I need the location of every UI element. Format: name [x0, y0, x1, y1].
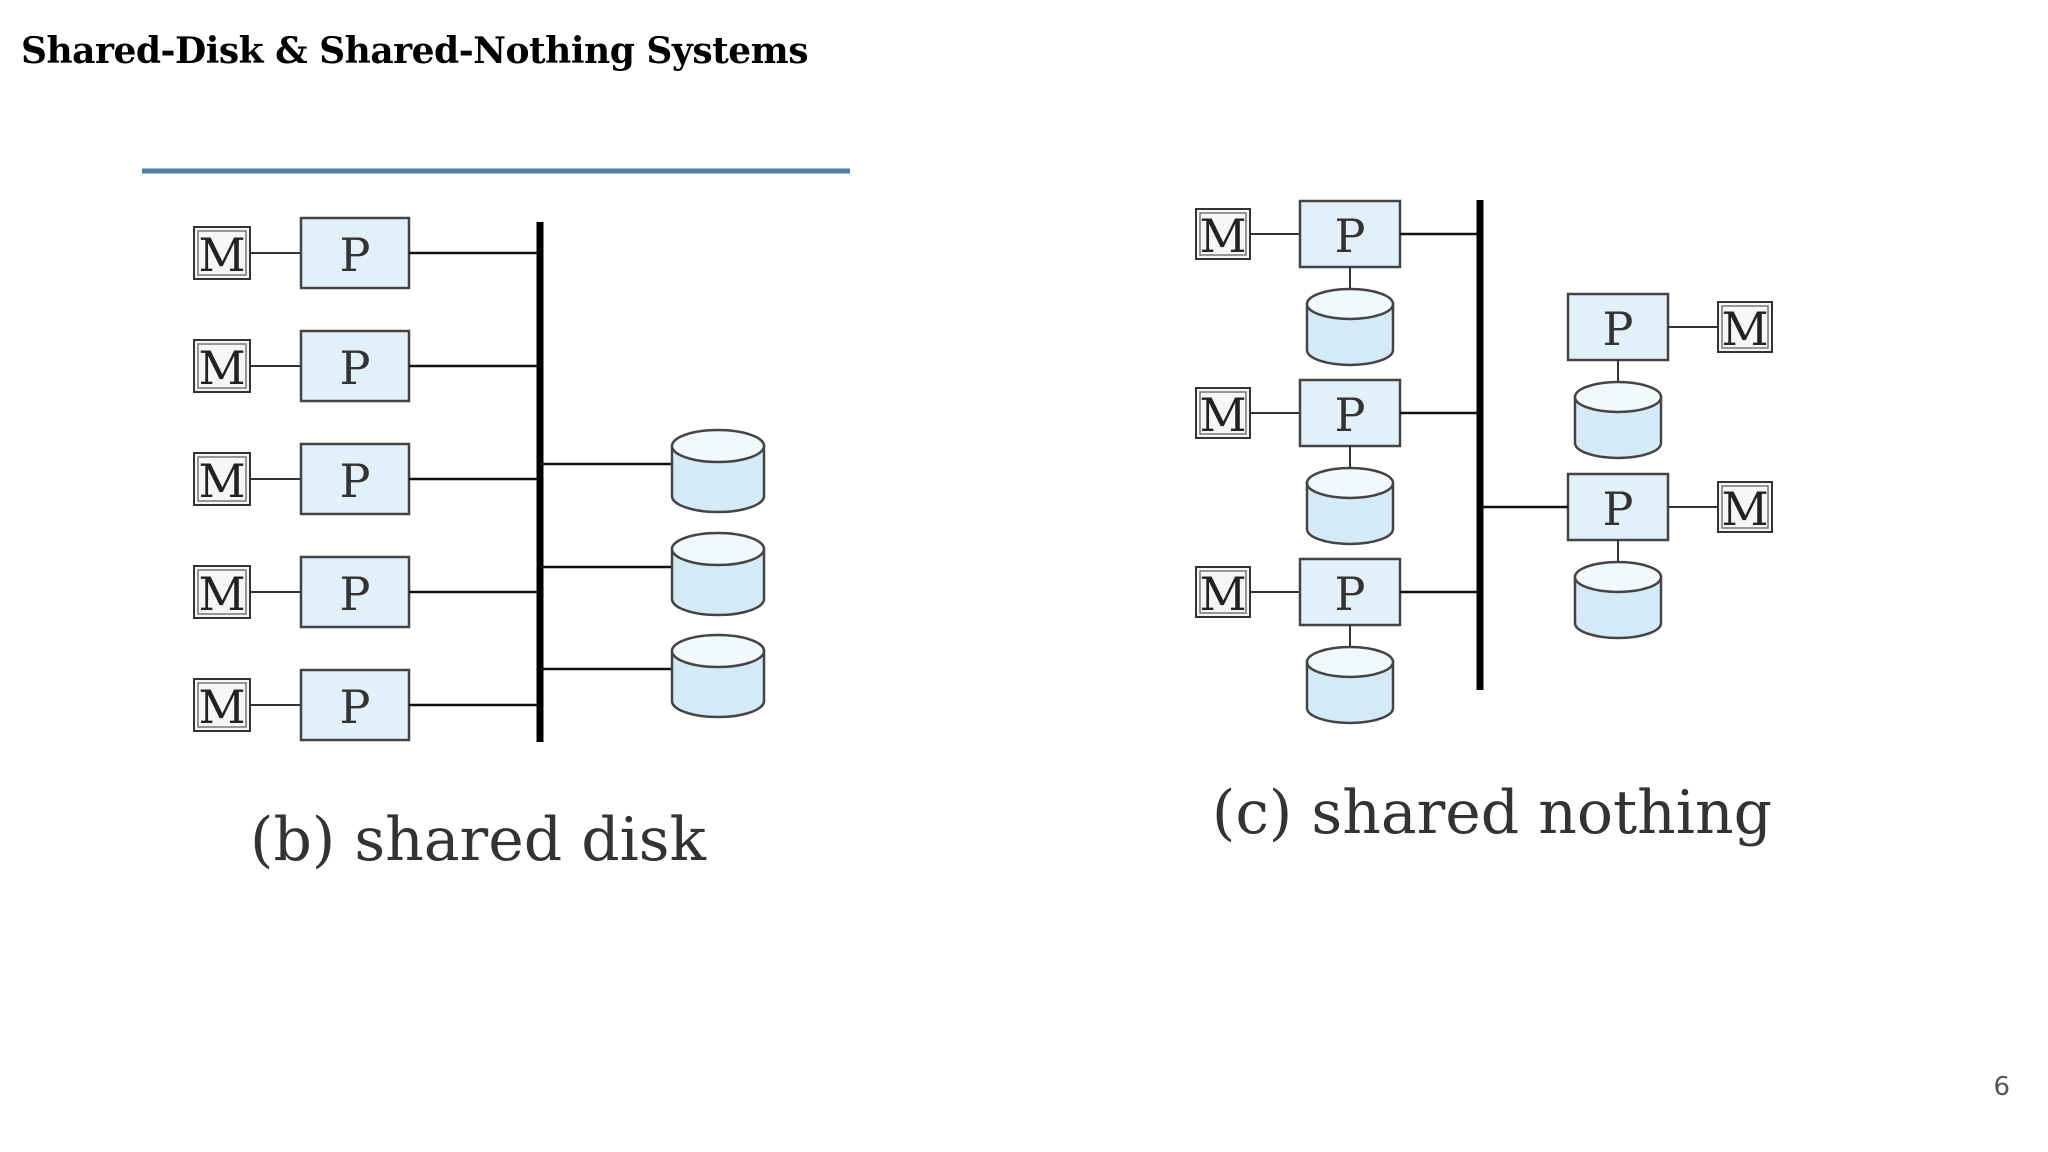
memory-node: M — [1717, 301, 1773, 356]
memory-box-inner — [197, 230, 247, 276]
memory-box — [1717, 301, 1773, 353]
memory-label: M — [198, 341, 245, 395]
processor-box — [1566, 292, 1670, 362]
memory-label: M — [198, 680, 245, 734]
memory-node: M — [1195, 208, 1251, 263]
processor-box — [1298, 557, 1402, 627]
processor-node: P — [1298, 199, 1402, 269]
memory-box — [1195, 208, 1251, 260]
disk-body — [1305, 660, 1395, 725]
processor-label: P — [340, 454, 371, 508]
disk-icon — [1305, 287, 1395, 367]
disk-icon — [670, 531, 766, 617]
disk-icon — [1305, 466, 1395, 546]
memory-node: M — [1195, 566, 1251, 621]
processor-box — [299, 668, 411, 742]
disk-top — [1305, 645, 1395, 679]
memory-box-inner — [1199, 570, 1247, 614]
disk-top — [670, 428, 766, 464]
memory-box-inner — [1199, 391, 1247, 435]
processor-box — [1298, 199, 1402, 269]
processor-box — [299, 555, 411, 629]
memory-box — [1195, 387, 1251, 439]
disk-top — [670, 531, 766, 567]
disk-body — [670, 444, 766, 514]
memory-node: M — [193, 452, 251, 508]
disk-icon — [1305, 645, 1395, 725]
disk-body — [1305, 302, 1395, 367]
memory-box-inner — [1199, 212, 1247, 256]
processor-label: P — [1603, 302, 1634, 356]
memory-node: M — [193, 678, 251, 734]
memory-box-inner — [197, 682, 247, 728]
disk-body — [1573, 395, 1663, 460]
shared-nothing-diagram: M P M P M P P M P M — [1195, 199, 1773, 725]
memory-box — [193, 678, 251, 732]
disk-icon — [670, 428, 766, 514]
processor-label: P — [1335, 388, 1366, 442]
disk-top — [670, 633, 766, 669]
shared-disk-diagram: M P M P M P M P M P — [193, 216, 766, 742]
processor-box — [299, 216, 411, 290]
disk-body — [1305, 481, 1395, 546]
processor-label: P — [340, 341, 371, 395]
processor-label: P — [340, 567, 371, 621]
processor-node: P — [1566, 472, 1670, 542]
processor-label: P — [340, 680, 371, 734]
memory-box-inner — [197, 456, 247, 502]
memory-box — [193, 339, 251, 393]
disk-top — [1305, 287, 1395, 321]
processor-label: P — [1335, 567, 1366, 621]
memory-node: M — [193, 226, 251, 282]
memory-box-inner — [197, 343, 247, 389]
memory-label: M — [1199, 388, 1246, 442]
memory-label: M — [198, 567, 245, 621]
disk-icon — [670, 633, 766, 719]
memory-node: M — [193, 339, 251, 395]
slide-number: 6 — [1993, 1072, 2010, 1102]
disk-top — [1573, 560, 1663, 594]
memory-label: M — [1199, 209, 1246, 263]
processor-node: P — [299, 329, 411, 403]
memory-node: M — [1717, 481, 1773, 536]
memory-node: M — [193, 565, 251, 621]
processor-label: P — [340, 228, 371, 282]
processor-node: P — [1298, 557, 1402, 627]
processor-box — [299, 442, 411, 516]
memory-label: M — [1721, 302, 1768, 356]
memory-label: M — [1721, 482, 1768, 536]
memory-label: M — [198, 228, 245, 282]
processor-box — [1298, 378, 1402, 448]
shared-nothing-caption: (c) shared nothing — [1212, 778, 1772, 848]
memory-label: M — [1199, 567, 1246, 621]
processor-label: P — [1603, 482, 1634, 536]
memory-label: M — [198, 454, 245, 508]
disk-top — [1305, 466, 1395, 500]
processor-node: P — [299, 442, 411, 516]
memory-box — [193, 452, 251, 506]
slide-title: Shared-Disk & Shared-Nothing Systems — [21, 30, 809, 72]
memory-box — [1717, 481, 1773, 533]
memory-box — [193, 565, 251, 619]
processor-node: P — [299, 216, 411, 290]
memory-box-inner — [1721, 305, 1769, 349]
disk-body — [670, 649, 766, 719]
processor-node: P — [1298, 378, 1402, 448]
shared-disk-caption: (b) shared disk — [250, 805, 707, 875]
disk-top — [1573, 380, 1663, 414]
memory-box-inner — [197, 569, 247, 615]
processor-node: P — [1566, 292, 1670, 362]
memory-box-inner — [1721, 485, 1769, 529]
disk-body — [1573, 575, 1663, 640]
memory-node: M — [1195, 387, 1251, 442]
processor-node: P — [299, 668, 411, 742]
disk-icon — [1573, 560, 1663, 640]
processor-label: P — [1335, 209, 1366, 263]
disk-body — [670, 547, 766, 617]
processor-node: P — [299, 555, 411, 629]
memory-box — [193, 226, 251, 280]
disk-icon — [1573, 380, 1663, 460]
